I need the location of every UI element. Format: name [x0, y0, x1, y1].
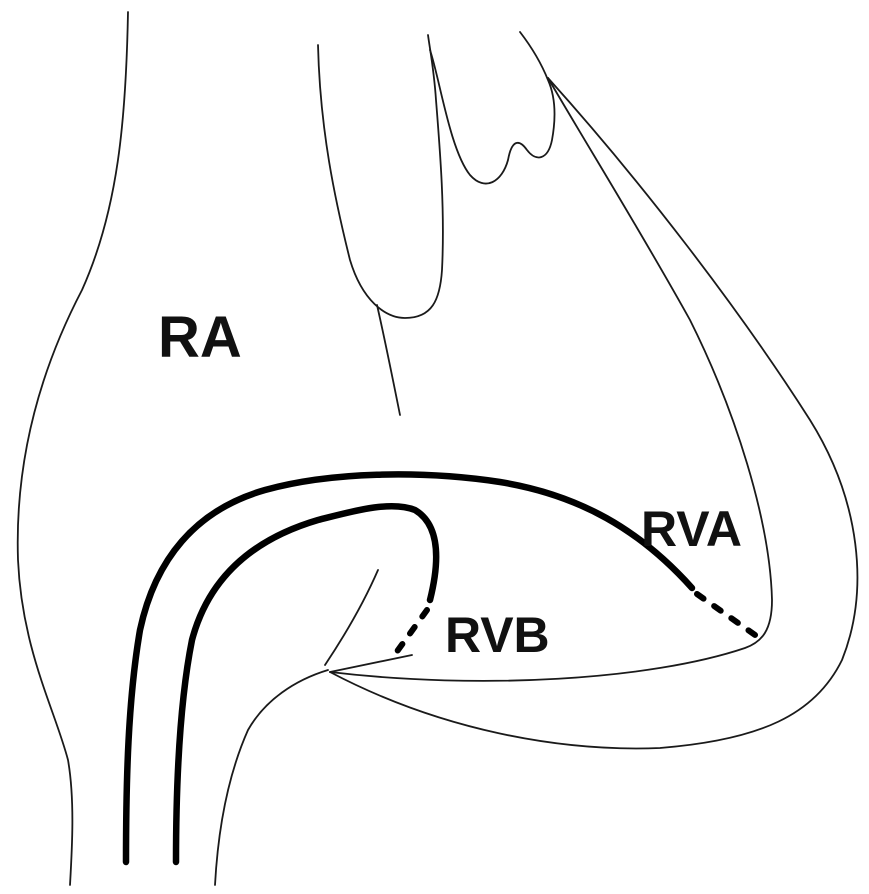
superior-vessel: [318, 35, 443, 318]
appendage-edge: [430, 32, 555, 184]
label-ra: RA: [158, 305, 242, 370]
valve-leaflet-line: [325, 570, 378, 665]
valve-line-upper: [330, 655, 412, 672]
lead-rv-apex: [126, 474, 692, 862]
septal-line: [377, 305, 400, 415]
lead-rv-apex-tip: [697, 594, 765, 642]
lead-rv-base-tip: [393, 610, 427, 657]
rv-inner-wall: [330, 78, 772, 681]
label-rvb: RVB: [445, 607, 550, 663]
right-atrium-outer-wall: [18, 12, 128, 885]
rv-outer-wall: [330, 78, 857, 748]
label-rva: RVA: [641, 501, 742, 557]
lead-rv-base: [176, 506, 436, 862]
inferior-vena-cava: [215, 670, 328, 885]
